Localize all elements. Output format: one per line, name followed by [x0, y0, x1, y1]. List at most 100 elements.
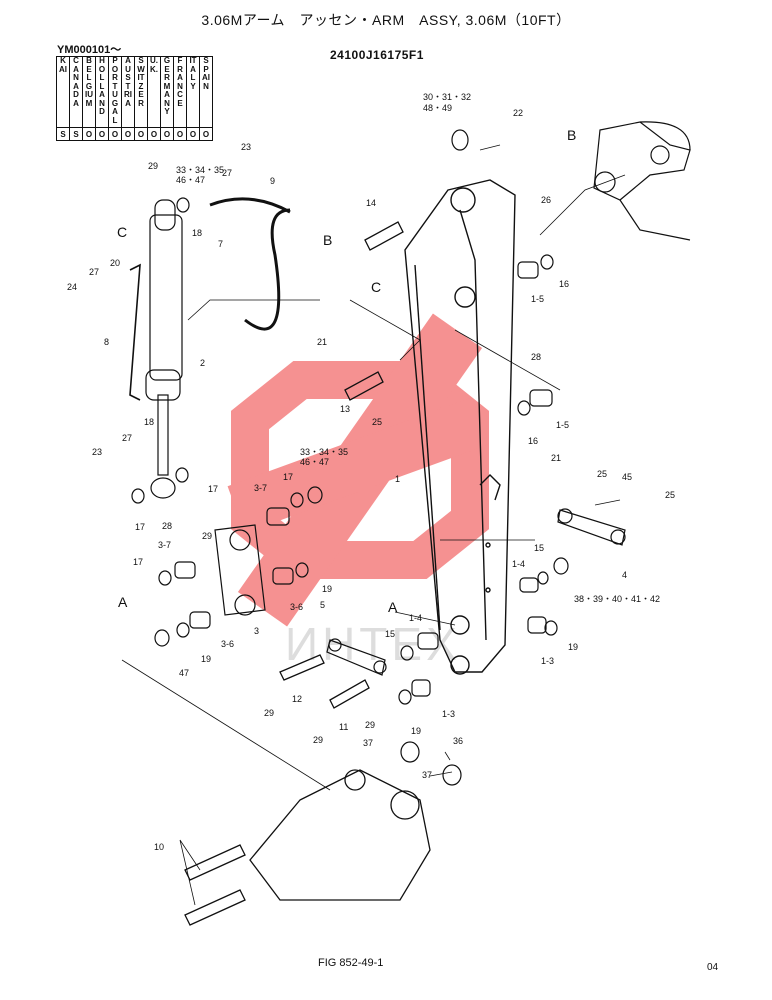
callout-29c: 29 [264, 708, 274, 718]
callout-25c: 25 [665, 490, 675, 500]
callout-1-4b: 1-4 [512, 559, 525, 569]
callout-7: 7 [218, 239, 223, 249]
country-name-row: KAI CANADA BELGIUM HOLLAND PORTUGAL AUST… [56, 56, 213, 128]
callout-19d: 19 [411, 726, 421, 736]
serial-range: YM000101～ [57, 44, 122, 56]
country-name: ITALY [189, 56, 197, 91]
callout-labels: 30・31・32 48・49 22 14 26 16 1-5 28 21 13 … [67, 92, 675, 852]
reference-letter-b1: B [567, 127, 576, 143]
callout-47: 47 [179, 668, 189, 678]
country-applicability-table: KAI CANADA BELGIUM HOLLAND PORTUGAL AUST… [56, 56, 213, 141]
callout-36: 36 [453, 736, 463, 746]
pins [279, 221, 404, 709]
callout-10: 10 [154, 842, 164, 852]
callout-29d: 29 [365, 720, 375, 730]
callout-11: 11 [339, 722, 348, 732]
country-name: U.K. [150, 56, 158, 74]
callout-29e: 29 [313, 735, 323, 745]
callout-27b: 27 [89, 267, 99, 277]
callout-22: 22 [513, 108, 523, 118]
callout-5: 5 [320, 600, 325, 610]
reference-letter-c1: C [117, 224, 127, 240]
country-name: FRANCE [177, 56, 183, 108]
country-name: HOLLAND [98, 56, 106, 116]
callout-1-3a: 1-3 [541, 656, 554, 666]
callout-17d: 17 [283, 472, 293, 482]
callout-15c: 15 [385, 629, 395, 639]
callout-33-35b: 33・34・35 [300, 447, 348, 457]
page-number: 04 [707, 962, 719, 973]
callout-37c: 37 [363, 738, 373, 748]
callout-9: 9 [270, 176, 275, 186]
callout-4: 4 [622, 570, 627, 580]
callout-24: 24 [67, 282, 77, 292]
callout-45: 45 [622, 472, 632, 482]
page-title: 3.06Mアーム アッセン・ARM ASSY, 3.06M（10FT） [201, 12, 571, 28]
callout-3-7b: 3-7 [254, 483, 267, 493]
callout-16a: 16 [559, 279, 569, 289]
assembly-part-number: 24100J16175F1 [330, 48, 424, 62]
pin-10 [184, 844, 246, 926]
callout-3-7a: 3-7 [158, 540, 171, 550]
callout-1-3b: 1-3 [442, 709, 455, 719]
callout-17b: 17 [135, 522, 145, 532]
country-code-row: S S O O O O O O O O O O [56, 127, 213, 141]
callout-28a: 28 [531, 352, 541, 362]
reference-letter-b2: B [323, 232, 332, 248]
bushings-washers [131, 129, 569, 786]
reference-letter-a1: A [118, 594, 128, 610]
country-name: GERMANY [163, 56, 171, 116]
callout-28b: 28 [162, 521, 172, 531]
callout-3-6b: 3-6 [221, 639, 234, 649]
callout-14: 14 [366, 198, 376, 208]
callout-8: 8 [104, 337, 109, 347]
callout-1-4a: 1-4 [409, 613, 422, 623]
callout-1-5a: 1-5 [531, 294, 544, 304]
callout-23a: 23 [241, 142, 251, 152]
callout-18b: 18 [144, 417, 154, 427]
link-5 [326, 638, 387, 676]
country-code: O [82, 127, 96, 141]
link-3 [214, 524, 266, 616]
callout-25a: 25 [372, 417, 382, 427]
figure-number: FIG 852-49-1 [318, 957, 384, 969]
watermark-logo [227, 313, 490, 627]
pipe [129, 263, 141, 401]
callout-12: 12 [292, 694, 302, 704]
callout-46-47b: 46・47 [300, 457, 329, 467]
callout-16b: 16 [528, 436, 538, 446]
callout-13: 13 [340, 404, 350, 414]
callout-19a: 19 [322, 584, 332, 594]
callout-18a: 18 [192, 228, 202, 238]
country-name: SWITZER [137, 56, 145, 108]
bucket [249, 769, 431, 901]
callout-19b: 19 [201, 654, 211, 664]
watermark-text: ИНТЕХ [285, 618, 461, 670]
callout-21a: 21 [317, 337, 327, 347]
country-code: O [199, 127, 213, 141]
callout-30-32: 30・31・32 [423, 92, 471, 102]
callout-27c: 27 [122, 433, 132, 443]
callout-2: 2 [200, 358, 205, 368]
link-4 [557, 508, 626, 546]
callout-29a: 29 [148, 161, 158, 171]
callout-17a: 17 [208, 484, 218, 494]
callout-38-42: 38・39・40・41・42 [574, 594, 660, 604]
callout-15d: 15 [534, 543, 544, 553]
callout-33-35a: 33・34・35 [176, 165, 224, 175]
country-code: O [160, 127, 174, 141]
country-name: CANADA [73, 56, 79, 108]
arm-main-body [404, 179, 516, 675]
callout-1: 1 [395, 474, 400, 484]
callout-1-5b: 1-5 [556, 420, 569, 430]
country-name: SPAIN [202, 56, 210, 91]
reference-letter-a2: A [388, 599, 398, 615]
callout-21b: 21 [551, 453, 561, 463]
country-name: BELGIUM [85, 56, 93, 108]
callout-48-49: 48・49 [423, 103, 452, 113]
callout-26: 26 [541, 195, 551, 205]
callout-37d: 37 [422, 770, 432, 780]
hydraulic-hose [209, 197, 291, 331]
callout-25b: 25 [597, 469, 607, 479]
